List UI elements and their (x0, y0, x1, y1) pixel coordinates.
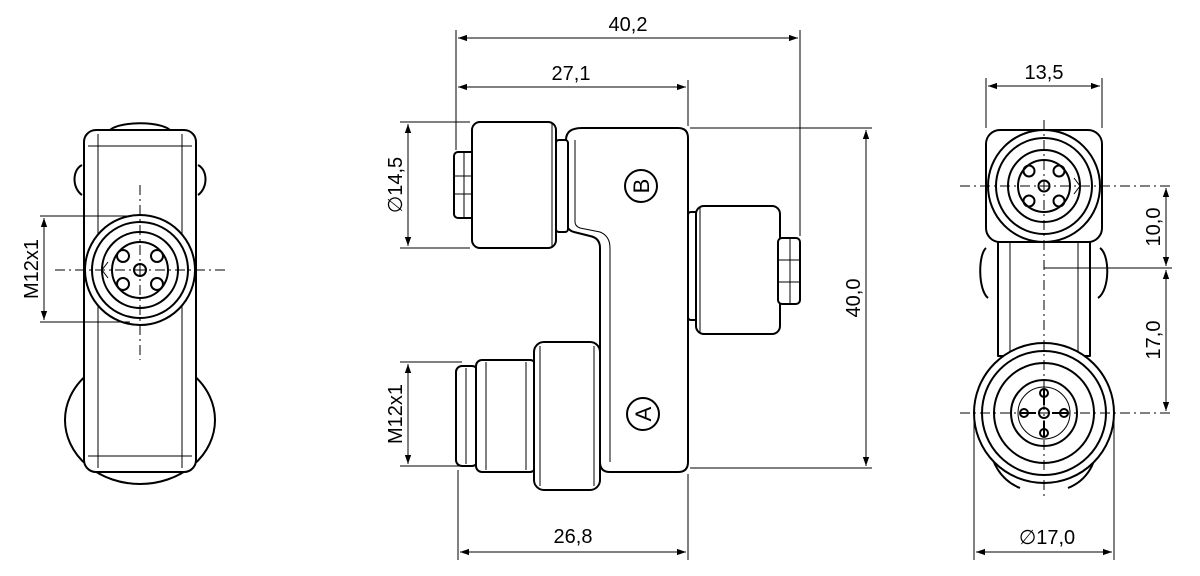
right-side-nub-right (1097, 247, 1109, 299)
diameter-symbol: ∅ (385, 196, 407, 213)
dim-body-diameter: ∅17,0 (1019, 527, 1075, 549)
left-side-nub-left (73, 164, 83, 196)
left-side-nub-right (197, 164, 207, 196)
front-lower-plug (455, 341, 601, 491)
front-view: B A 40,2 27,1 26,8 40,0 ∅14,5 (385, 14, 872, 560)
port-a-letter: A (631, 406, 656, 421)
port-a-marking: A (626, 397, 660, 431)
right-view: 13,5 10,0 17,0 ∅17,0 (960, 62, 1172, 560)
port-b-marking: B (624, 169, 658, 203)
right-side-nub-left (979, 247, 989, 299)
front-thread-label: M12x1 (385, 384, 407, 444)
port-b-letter: B (629, 179, 654, 194)
dim-right-width: 13,5 (1025, 62, 1064, 84)
left-thread-label: M12x1 (21, 239, 43, 299)
left-view: M12x1 (21, 122, 225, 485)
dim-overall-width: 40,2 (609, 14, 648, 36)
dim-lower-reach: 26,8 (554, 526, 593, 548)
dim-overall-height: 40,0 (843, 279, 865, 318)
svg-text:∅14,5: ∅14,5 (385, 157, 407, 213)
dim-socket-diameter: ∅14,5 (385, 157, 407, 213)
dim-upper-reach: 27,1 (552, 63, 591, 85)
socket-diameter-value: 14,5 (385, 157, 407, 196)
body-diameter-value: 17,0 (1036, 527, 1075, 549)
dim-upper-offset: 10,0 (1143, 208, 1165, 247)
front-right-socket (687, 205, 801, 335)
front-upper-socket (453, 121, 569, 249)
dim-lower-offset: 17,0 (1143, 321, 1165, 360)
diameter-symbol: ∅ (1019, 527, 1036, 549)
